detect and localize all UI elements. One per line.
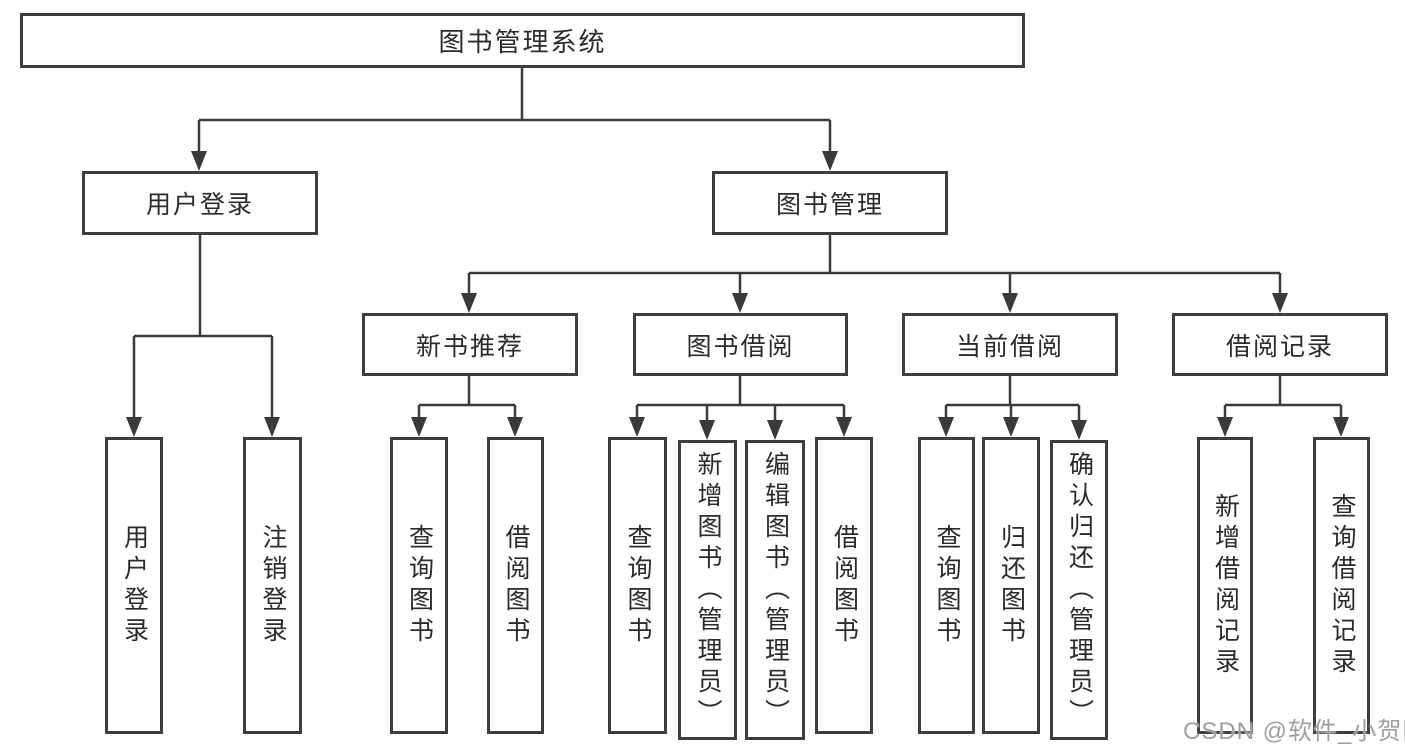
arrow-down-icon <box>822 151 838 171</box>
arrow-down-icon <box>1002 293 1018 313</box>
node-label: 查询借阅记录 <box>1328 492 1356 679</box>
connector-currentborrow-to-leaves <box>944 375 1081 421</box>
arrow-down-icon <box>699 420 715 440</box>
leaf-query-book-3: 查询图书 <box>918 437 975 734</box>
node-label: 查询图书 <box>405 523 434 648</box>
arrow-down-icon <box>1071 420 1087 440</box>
connector-bookmgmt-to-level3 <box>467 235 1282 294</box>
node-label: 新增借阅记录 <box>1211 492 1240 679</box>
connector-borrowrecord-to-leaves <box>1223 375 1343 418</box>
leaf-confirm-return-admin: 确认归还（管理员） <box>1050 440 1108 740</box>
leaf-query-book-1: 查询图书 <box>390 437 448 734</box>
connector-root-to-level2 <box>197 68 832 152</box>
arrow-down-icon <box>1217 417 1233 437</box>
leaf-return-book: 归还图书 <box>982 437 1040 734</box>
node-label: 图书借阅 <box>686 332 795 361</box>
leaf-borrow-book-1: 借阅图书 <box>487 437 544 734</box>
node-root: 图书管理系统 <box>20 13 1025 68</box>
arrow-down-icon <box>126 417 142 437</box>
arrowheads <box>126 151 1349 440</box>
node-label: 确认归还（管理员） <box>1065 450 1094 730</box>
arrow-down-icon <box>1333 417 1349 437</box>
node-user-login: 用户登录 <box>82 171 318 235</box>
node-label: 归还图书 <box>997 523 1026 648</box>
node-label: 用户登录 <box>120 523 149 648</box>
node-label: 编辑图书（管理员） <box>761 450 790 730</box>
connector-userlogin-to-leaves <box>132 235 274 418</box>
arrow-down-icon <box>1272 293 1288 313</box>
node-label: 查询图书 <box>624 523 652 648</box>
arrow-down-icon <box>732 293 748 313</box>
arrow-down-icon <box>836 417 852 437</box>
node-label: 新书推荐 <box>415 332 524 361</box>
arrow-down-icon <box>411 417 427 437</box>
leaf-logout: 注销登录 <box>243 437 302 734</box>
arrow-down-icon <box>1003 417 1019 437</box>
node-label: 查询图书 <box>933 523 961 648</box>
leaf-borrow-book-2: 借阅图书 <box>815 437 873 734</box>
leaf-add-book-admin: 新增图书（管理员） <box>678 440 737 740</box>
node-label: 借阅图书 <box>502 523 530 648</box>
node-label: 借阅图书 <box>830 523 859 648</box>
node-new-book-recommend: 新书推荐 <box>362 313 578 376</box>
arrow-down-icon <box>629 417 645 437</box>
leaf-add-borrow-record: 新增借阅记录 <box>1197 437 1253 734</box>
connector-newbook-to-leaves <box>417 375 517 418</box>
leaf-user-login: 用户登录 <box>105 437 163 734</box>
leaf-edit-book-admin: 编辑图书（管理员） <box>745 440 805 740</box>
node-label: 注销登录 <box>259 523 287 648</box>
arrow-down-icon <box>264 417 280 437</box>
arrow-down-icon <box>767 420 783 440</box>
leaf-query-borrow-record: 查询借阅记录 <box>1313 437 1370 734</box>
arrow-down-icon <box>191 151 207 171</box>
connector-bookborrow-to-leaves <box>635 375 846 421</box>
arrow-down-icon <box>461 293 477 313</box>
watermark: CSDN @软件_小贺同学 <box>1183 718 1405 745</box>
node-borrow-record: 借阅记录 <box>1172 313 1388 376</box>
node-label: 借阅记录 <box>1225 332 1334 361</box>
node-book-management: 图书管理 <box>712 171 948 235</box>
node-label: 新增图书（管理员） <box>694 450 722 730</box>
arrow-down-icon <box>938 417 954 437</box>
node-book-borrow: 图书借阅 <box>633 313 848 376</box>
arrow-down-icon <box>507 417 523 437</box>
node-label: 当前借阅 <box>955 332 1064 361</box>
node-label: 图书管理系统 <box>438 27 607 57</box>
leaf-query-book-2: 查询图书 <box>608 437 667 734</box>
node-label: 图书管理 <box>775 191 884 219</box>
node-label: 用户登录 <box>145 191 254 219</box>
node-current-borrow: 当前借阅 <box>902 313 1118 376</box>
